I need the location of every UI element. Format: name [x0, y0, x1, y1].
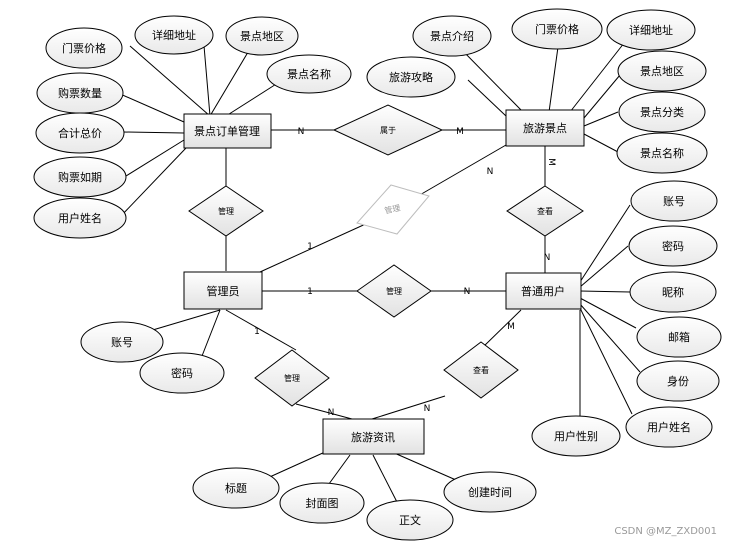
svg-text:详细地址: 详细地址 [629, 23, 673, 37]
attribute-user-email: 邮箱 [636, 316, 722, 358]
svg-text:景点名称: 景点名称 [640, 146, 684, 160]
attribute-scenic-region: 景点地区 [617, 50, 707, 92]
attribute-scenic-guide: 旅游攻略 [366, 56, 456, 98]
relationship-manage-user-label: 管理 [386, 286, 402, 296]
relationship-manage-order: 管理 [188, 185, 264, 237]
attribute-user-name: 用户姓名 [625, 406, 713, 448]
attribute-order-region: 景点地区 [225, 16, 299, 56]
svg-text:门票价格: 门票价格 [62, 41, 106, 55]
svg-text:用户姓名: 用户姓名 [647, 420, 691, 434]
attribute-user-identity: 身份 [636, 360, 720, 402]
attribute-user-gender: 用户性别 [531, 415, 621, 457]
svg-text:密码: 密码 [662, 239, 684, 253]
card-admin-manage-scenic: 1 [307, 242, 313, 252]
relationship-manage-user: 管理 [356, 264, 432, 318]
svg-text:身份: 身份 [667, 374, 689, 388]
relationship-view-scenic: 查看 [506, 185, 584, 237]
entity-news: 旅游资讯 [322, 418, 425, 455]
card-view-news-news: N [424, 404, 431, 414]
attribute-order-purchase-date: 购票如期 [33, 156, 127, 198]
card-admin-manage-news: 1 [254, 327, 260, 337]
relationship-manage-scenic: 管理 [356, 184, 430, 235]
svg-text:账号: 账号 [111, 336, 133, 349]
svg-text:详细地址: 详细地址 [152, 28, 196, 42]
relationship-view-scenic-label: 查看 [537, 206, 553, 216]
svg-text:用户性别: 用户性别 [554, 429, 598, 443]
attribute-scenic-intro: 景点介绍 [412, 15, 492, 57]
attribute-scenic-ticket-price: 门票价格 [511, 8, 603, 50]
attribute-news-title: 标题 [192, 467, 280, 509]
svg-text:景点介绍: 景点介绍 [430, 29, 474, 43]
svg-text:购票数量: 购票数量 [58, 86, 102, 100]
attribute-order-user-name: 用户姓名 [33, 197, 127, 239]
attribute-order-scenic-name: 景点名称 [266, 54, 352, 94]
svg-text:合计总价: 合计总价 [58, 126, 102, 140]
svg-text:正文: 正文 [399, 513, 421, 527]
attribute-order-total: 合计总价 [35, 112, 125, 154]
svg-text:创建时间: 创建时间 [468, 485, 512, 499]
relationship-belongs-label: 属于 [380, 126, 396, 135]
attribute-order-detail-address: 详细地址 [134, 15, 214, 55]
attribute-scenic-name: 景点名称 [616, 132, 708, 174]
svg-text:购票如期: 购票如期 [58, 170, 102, 184]
svg-text:密码: 密码 [171, 366, 193, 380]
card-order-belongs: N [298, 127, 305, 137]
svg-text:景点名称: 景点名称 [287, 67, 331, 81]
attribute-admin-account: 账号 [80, 321, 164, 363]
svg-text:用户姓名: 用户姓名 [58, 211, 102, 225]
card-user-view-news: M [507, 322, 515, 332]
relationship-manage-news: 管理 [254, 349, 330, 407]
entity-user-label: 普通用户 [521, 284, 565, 298]
entity-order-label: 景点订单管理 [194, 124, 260, 138]
relationship-view-news: 查看 [443, 341, 519, 399]
attribute-news-created-time: 创建时间 [443, 471, 537, 513]
relationship-manage-news-label: 管理 [284, 373, 300, 383]
card-belongs-scenic: M [456, 127, 464, 137]
entity-admin: 管理员 [183, 271, 263, 310]
entity-order: 景点订单管理 [183, 113, 272, 149]
svg-text:标题: 标题 [225, 481, 247, 495]
card-scenic-view: M [546, 158, 556, 166]
relationship-manage-scenic-label: 管理 [384, 203, 402, 216]
attribute-scenic-detail-address: 详细地址 [606, 9, 696, 51]
relationship-manage-order-label: 管理 [218, 206, 234, 216]
attribute-user-account: 账号 [630, 180, 718, 222]
entity-news-label: 旅游资讯 [351, 430, 395, 444]
watermark: CSDN @MZ_ZXD001 [614, 526, 717, 537]
relationship-view-news-label: 查看 [473, 365, 489, 375]
attribute-news-cover: 封面图 [279, 482, 365, 524]
attribute-admin-password: 密码 [139, 352, 225, 394]
svg-text:封面图: 封面图 [306, 496, 339, 510]
connectors [117, 33, 641, 505]
attribute-scenic-category: 景点分类 [618, 91, 706, 133]
svg-text:景点地区: 景点地区 [640, 65, 684, 78]
svg-text:门票价格: 门票价格 [535, 22, 579, 36]
entity-scenic-label: 旅游景点 [523, 121, 567, 135]
attribute-user-nickname: 昵称 [629, 271, 717, 313]
svg-text:账号: 账号 [663, 195, 685, 208]
entity-user: 普通用户 [505, 272, 582, 310]
attribute-order-quantity: 购票数量 [36, 72, 124, 114]
svg-text:景点地区: 景点地区 [240, 30, 284, 43]
cardinalities: N M M N 1 N 1 N 1 N N M [254, 127, 556, 418]
card-view-user: N [544, 253, 551, 263]
svg-text:旅游攻略: 旅游攻略 [389, 70, 433, 84]
attribute-news-body: 正文 [366, 499, 454, 541]
card-manage-news-news: N [328, 408, 335, 418]
svg-text:邮箱: 邮箱 [668, 330, 690, 344]
svg-text:景点分类: 景点分类 [640, 105, 684, 119]
attribute-order-ticket-price: 门票价格 [45, 27, 123, 69]
relationship-belongs: 属于 [332, 104, 444, 156]
entity-admin-label: 管理员 [207, 284, 240, 298]
card-manage-scenic-scenic: N [487, 167, 494, 177]
card-admin-manage-user: 1 [307, 287, 313, 297]
card-manage-user-user: N [464, 287, 471, 297]
attribute-user-password: 密码 [628, 225, 718, 267]
svg-text:昵称: 昵称 [662, 285, 684, 299]
entity-scenic: 旅游景点 [505, 109, 585, 147]
